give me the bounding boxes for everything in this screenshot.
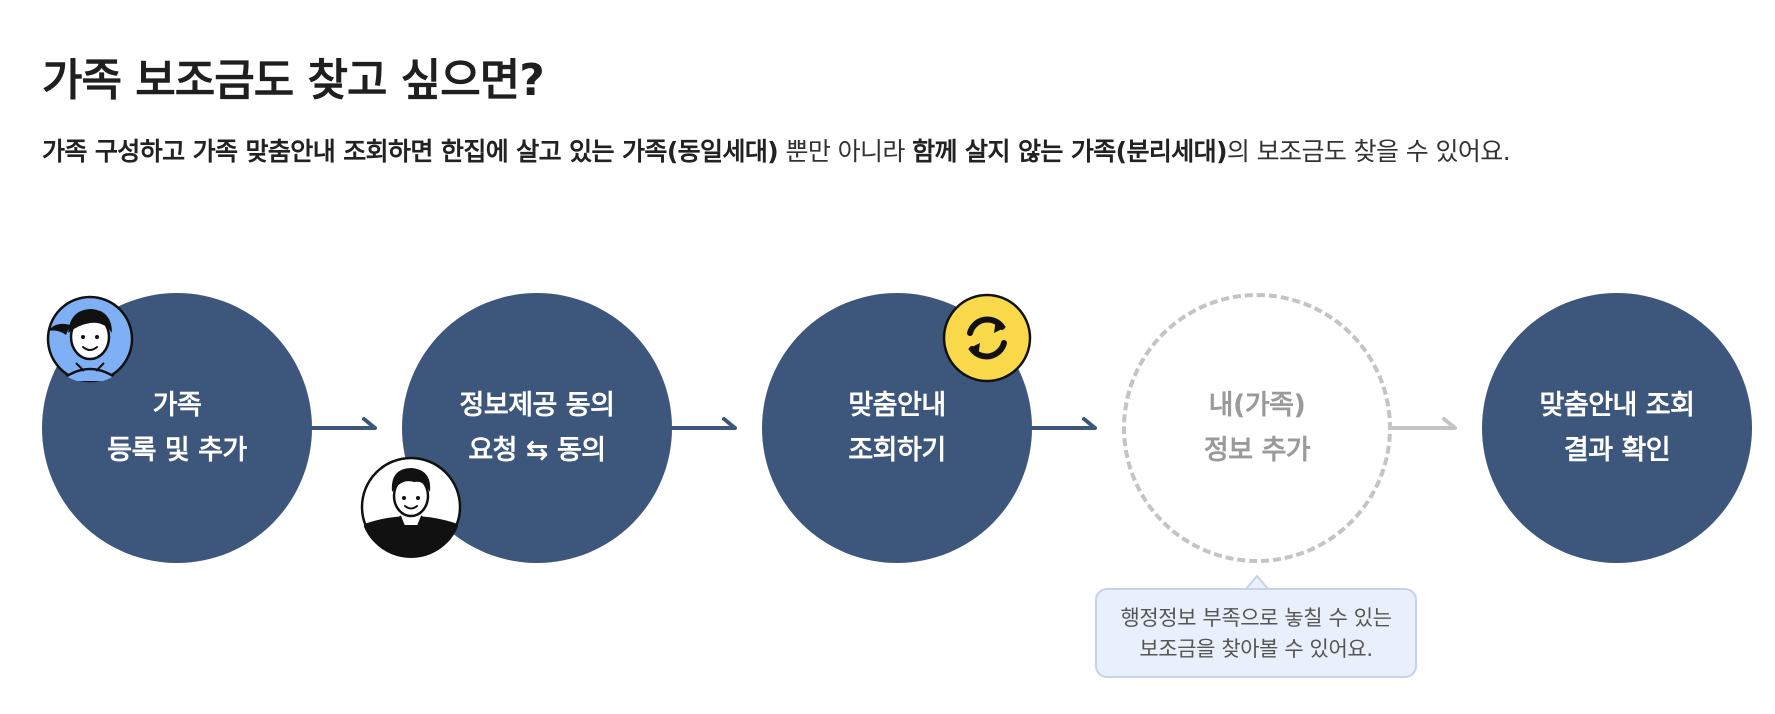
step-label: 정보제공 동의 요청 ⇆ 동의 [460,383,615,473]
step-label: 가족 등록 및 추가 [107,383,247,473]
step-label-line1: 가족 [152,390,202,421]
callout-line2: 보조금을 찾아볼 수 있어요. [1139,637,1373,661]
step-label-line2: 요청 ⇆ 동의 [468,435,606,466]
step-label-line1: 내(가족) [1208,390,1306,421]
subtitle-text-2: 뿐만 아니라 [778,137,913,166]
arrow-right-icon [1391,417,1457,430]
step-label-line1: 정보제공 동의 [459,390,615,421]
subtitle-bold-3: 함께 살지 않는 가족(분리세대) [912,137,1227,166]
step-result: 맞춤안내 조회 결과 확인 [1482,293,1752,563]
arrow-right-icon [1031,417,1097,430]
step-label: 내(가족) 정보 추가 [1203,383,1311,473]
refresh-icon [942,293,1032,383]
step-label-line1: 맞춤안내 조회 [1539,390,1695,421]
page-subtitle: 가족 구성하고 가족 맞춤안내 조회하면 한집에 살고 있는 가족(동일세대) … [42,132,1762,168]
info-callout: 행정정보 부족으로 놓칠 수 있는 보조금을 찾아볼 수 있어요. [1095,588,1417,678]
step-label-line2: 정보 추가 [1203,435,1311,466]
arrow-right-icon [671,417,737,430]
step-label-line2: 조회하기 [848,435,946,466]
woman-avatar-icon [46,295,134,383]
step-label: 맞춤안내 조회하기 [848,383,946,473]
arrow-right-icon [311,417,377,430]
page-title: 가족 보조금도 찾고 싶으면? [42,55,545,106]
callout-pointer [1245,574,1269,590]
callout-line1: 행정정보 부족으로 놓칠 수 있는 [1120,606,1392,630]
step-label-line2: 결과 확인 [1563,435,1671,466]
step-add-info: 내(가족) 정보 추가 [1122,293,1392,563]
step-label-line2: 등록 및 추가 [107,435,247,466]
step-label: 맞춤안내 조회 결과 확인 [1540,383,1695,473]
subtitle-text-4: 의 보조금도 찾을 수 있어요. [1226,137,1511,166]
man-avatar-icon [360,456,462,558]
subtitle-bold-1: 가족 구성하고 가족 맞춤안내 조회하면 한집에 살고 있는 가족(동일세대) [42,137,779,166]
step-label-line1: 맞춤안내 [848,390,946,421]
